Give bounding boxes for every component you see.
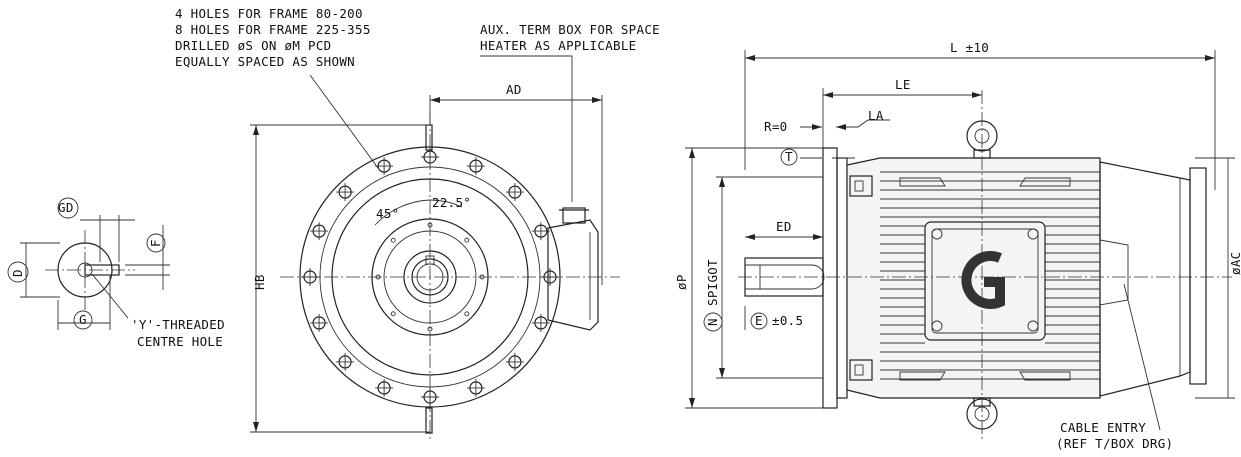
flange-hole-icon bbox=[375, 378, 394, 397]
flange-hole-icon bbox=[466, 378, 485, 397]
f-label: F bbox=[148, 239, 163, 247]
holes-note-3: DRILLED øS ON øM PCD bbox=[175, 38, 332, 53]
bolt-hole-icon bbox=[390, 237, 396, 243]
gd-label: GD bbox=[58, 200, 74, 215]
cable-note-1: CABLE ENTRY bbox=[1060, 420, 1146, 435]
flange-hole-icon bbox=[531, 313, 550, 332]
n-label: N bbox=[705, 318, 720, 326]
flange-hole-icon bbox=[310, 313, 329, 332]
aux-note-2: HEATER AS APPLICABLE bbox=[480, 38, 637, 53]
d-dimension-label: D bbox=[7, 261, 29, 283]
spigot-label: SPIGOT bbox=[705, 259, 720, 306]
e-label: E bbox=[755, 313, 763, 328]
flange-hole-icon bbox=[505, 352, 524, 371]
ad-label: AD bbox=[506, 82, 522, 97]
holes-note-4: EQUALLY SPACED AS SHOWN bbox=[175, 54, 355, 69]
ac-label: øAC bbox=[1228, 252, 1241, 275]
cable-note-2: (REF T/BOX DRG) bbox=[1056, 436, 1173, 451]
p-label: øP bbox=[674, 274, 689, 290]
l-label: L ±10 bbox=[950, 40, 989, 55]
bolt-hole-icon bbox=[464, 311, 470, 317]
r-label: R=0 bbox=[764, 119, 787, 134]
shaft-end-detail: GD F D G 'Y'-THREADED CENTRE HOLE bbox=[7, 197, 225, 349]
le-label: LE bbox=[895, 77, 911, 92]
t-label: T bbox=[785, 149, 793, 164]
flange-hole-icon bbox=[336, 352, 355, 371]
flange-hole-icon bbox=[310, 222, 329, 241]
angle-45-label: 45° bbox=[376, 206, 399, 221]
bolt-hole-icon bbox=[390, 311, 396, 317]
thread-note-1: 'Y'-THREADED bbox=[131, 317, 225, 332]
side-view: L ±10 LE R=0 LA T ED E ±0.5 bbox=[674, 40, 1241, 451]
bolt-hole-icon bbox=[464, 237, 470, 243]
e-tol-label: ±0.5 bbox=[772, 313, 803, 328]
hb-label: HB bbox=[252, 274, 267, 290]
aux-note-1: AUX. TERM BOX FOR SPACE bbox=[480, 22, 660, 37]
la-label: LA bbox=[868, 108, 884, 123]
n-spigot-label: N SPIGOT bbox=[703, 259, 723, 332]
ed-label: ED bbox=[776, 219, 792, 234]
angle-22-label: 22.5° bbox=[432, 195, 471, 210]
logo-icon bbox=[961, 251, 1005, 309]
d-label: D bbox=[10, 269, 25, 277]
holes-note-2: 8 HOLES FOR FRAME 225-355 bbox=[175, 22, 371, 37]
g-label: G bbox=[79, 312, 87, 327]
thread-note-2: CENTRE HOLE bbox=[137, 334, 223, 349]
flange-hole-icon bbox=[466, 157, 485, 176]
flange-hole-icon bbox=[505, 183, 524, 202]
flange-hole-icon bbox=[336, 183, 355, 202]
holes-note-1: 4 HOLES FOR FRAME 80-200 bbox=[175, 6, 363, 21]
end-view: 4 HOLES FOR FRAME 80-200 8 HOLES FOR FRA… bbox=[175, 6, 660, 440]
flange-hole-icon bbox=[375, 157, 394, 176]
flange-hole-icon bbox=[531, 222, 550, 241]
gd-bubble bbox=[57, 197, 79, 219]
